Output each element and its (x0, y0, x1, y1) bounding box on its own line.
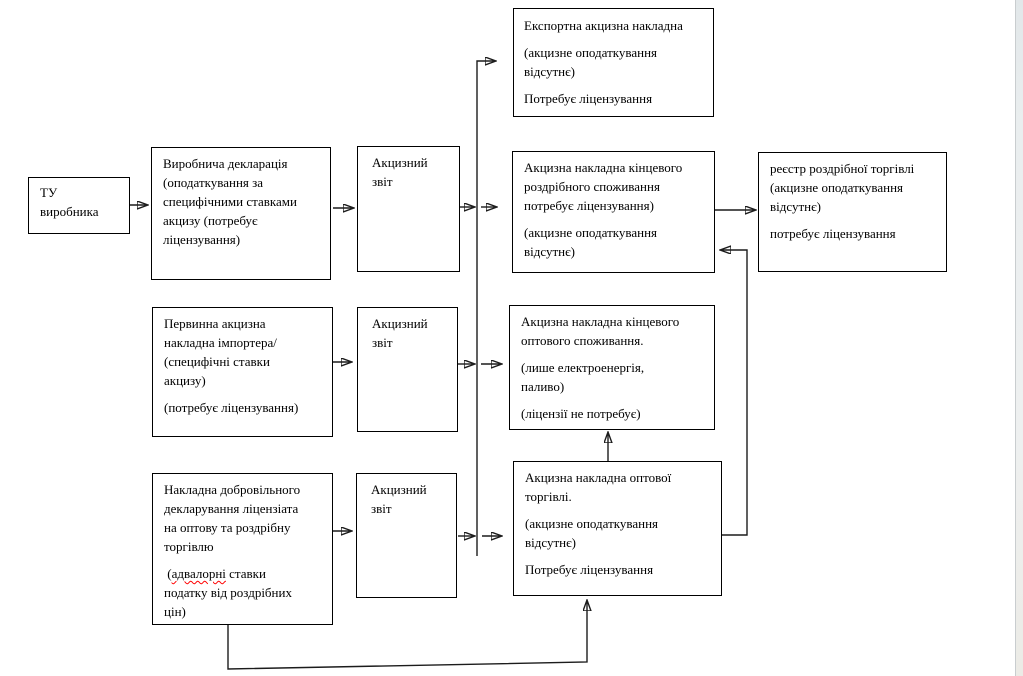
box-text: Виробнича декларація (оподаткування за с… (163, 156, 297, 247)
box-text: (акцизне оподаткування відсутнє) (524, 45, 658, 79)
box-text: Акцизна накладна кінцевого оптового спож… (521, 314, 680, 348)
box-text: потребує ліцензування (770, 226, 896, 241)
box-text: (лише електроенергія, паливо) (521, 360, 645, 394)
box-aktsyznyi-zvit-1: Акцизний звіт (357, 146, 460, 272)
misspelled-word: адвалорні (171, 566, 226, 581)
box-text: ТУ виробника (40, 185, 99, 219)
box-text: Первинна акцизна накладна імпортера/ (сп… (164, 316, 277, 388)
box-nakladna-optovoi-torhivli: Акцизна накладна оптової торгівлі. (акци… (513, 461, 722, 596)
box-pervynna-nakladna-importera: Первинна акцизна накладна імпортера/ (сп… (152, 307, 333, 437)
box-vyrobnycha-deklaratsiia: Виробнича декларація (оподаткування за с… (151, 147, 331, 280)
box-text: Акцизна накладна кінцевого роздрібного с… (524, 160, 683, 213)
box-nakladna-rozdribnoho-spozhyvannia: Акцизна накладна кінцевого роздрібного с… (512, 151, 715, 273)
page-edge-strip (1015, 0, 1023, 676)
connector-opttorh-to-roz (721, 250, 748, 536)
box-aktsyznyi-zvit-2: Акцизний звіт (357, 307, 458, 432)
box-text: (акцизне оподаткування відсутнє) (524, 225, 658, 259)
box-eksportna-nakladna: Експортна акцизна накладна (акцизне опод… (513, 8, 714, 117)
text-fragment: ставки податку від роздрібних цін) (164, 566, 292, 619)
box-text: (акцизне оподаткування відсутнє) (525, 516, 659, 550)
box-text: Потребує ліцензування (524, 91, 653, 106)
box-text: Акцизний звіт (372, 155, 428, 189)
box-text: Акцизна накладна оптової торгівлі. (525, 470, 672, 504)
box-text: реєстр роздрібної торгівлі (акцизне опод… (770, 161, 915, 214)
box-text: (ліцензії не потребує) (521, 406, 641, 421)
box-text: (адвалорні ставки податку від роздрібних… (164, 564, 326, 621)
text-fragment: ( (164, 566, 172, 581)
box-reiestr-rozdribnoi-torhivli: реєстр роздрібної торгівлі (акцизне опод… (758, 152, 947, 272)
box-text: (потребує ліцензування) (164, 400, 299, 415)
bus-line-and-arrow-to-export (476, 61, 495, 556)
box-text: Накладна добровільного декларування ліце… (164, 482, 301, 554)
box-text: Потребує ліцензування (525, 562, 654, 577)
box-tu-vyrobnyka: ТУ виробника (28, 177, 130, 234)
box-text: Акцизний звіт (372, 316, 428, 350)
box-text: Акцизний звіт (371, 482, 427, 516)
box-nakladna-optovoho-spozhyvannia: Акцизна накладна кінцевого оптового спож… (509, 305, 715, 430)
box-nakladna-dobrovilnoho-deklaruvannia: Накладна добровільного декларування ліце… (152, 473, 333, 625)
box-aktsyznyi-zvit-3: Акцизний звіт (356, 473, 457, 598)
connector-dobr-to-opttorh (227, 601, 587, 670)
box-text: Експортна акцизна накладна (524, 18, 683, 33)
